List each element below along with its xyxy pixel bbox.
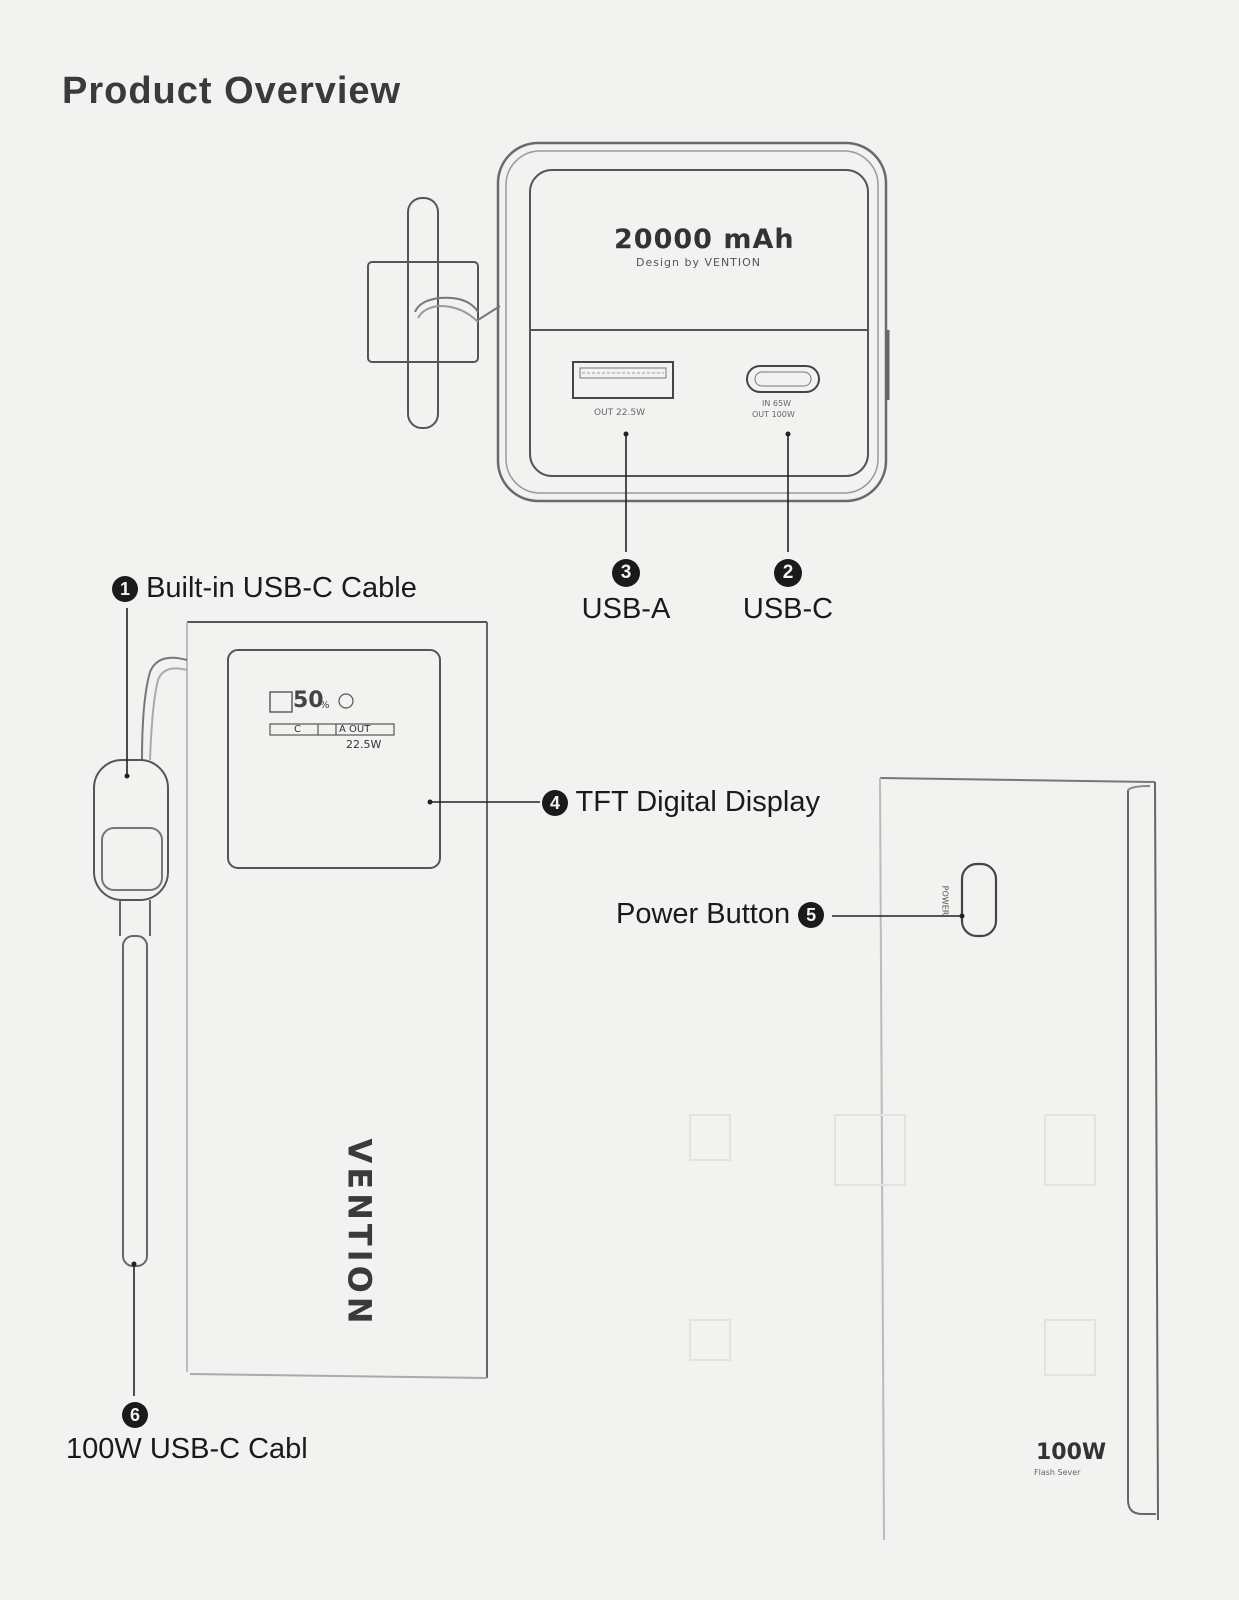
callout-label-built-in-cable: Built-in USB-C Cable: [146, 572, 417, 604]
usb-a-port-drawing: [572, 361, 674, 399]
power-button-text: POWER: [940, 885, 950, 916]
front-view-device: [186, 621, 488, 1379]
callout-tft-display: 4 TFT Digital Display: [542, 786, 820, 819]
callout-label-power-button: Power Button: [616, 898, 791, 930]
top-cable-clip: [367, 197, 501, 429]
callout-label-100w-cable: 100W USB-C Cabl: [66, 1433, 308, 1465]
usb-c-input-label: IN 65W: [762, 399, 791, 408]
callout-number-6: 6: [122, 1402, 148, 1429]
display-battery-value: 50: [293, 688, 324, 713]
callout-label-usb-a: USB-A: [581, 593, 671, 625]
built-in-cable-drawing: [93, 656, 188, 1267]
page-title: Product Overview: [62, 70, 402, 112]
display-bars: [269, 691, 395, 736]
capacity-label: 20000 mAh: [614, 224, 795, 255]
callout-usb-c: 2 USB-C: [742, 556, 834, 626]
usb-a-output-label: OUT 22.5W: [594, 408, 645, 418]
side-subtitle-label: Flash Sever: [1034, 1468, 1081, 1477]
brand-logo: VENTION: [340, 1138, 379, 1328]
display-percent-sign: %: [320, 700, 330, 711]
usb-c-output-label: OUT 100W: [752, 410, 795, 419]
callout-100w-cable: 6 100W USB-C Cabl: [66, 1398, 308, 1466]
callout-label-tft-display: TFT Digital Display: [575, 786, 820, 818]
callout-lines: [126, 434, 962, 1396]
callout-number-5: 5: [798, 902, 825, 929]
callout-power-button: Power Button 5: [616, 898, 825, 931]
display-row-a: A OUT: [339, 724, 371, 735]
display-row-c: C: [294, 724, 301, 735]
callout-number-3: 3: [612, 559, 640, 588]
callout-built-in-cable: 1 Built-in USB-C Cable: [112, 572, 417, 605]
design-label: Design by VENTION: [636, 256, 762, 269]
side-view-device: [689, 777, 1159, 1541]
top-view-device: [496, 141, 890, 503]
callout-usb-a: 3 USB-A: [580, 556, 672, 626]
usb-c-port-drawing: [746, 365, 820, 393]
callout-label-usb-c: USB-C: [742, 593, 834, 625]
side-wattage-label: 100W: [1036, 1440, 1107, 1465]
display-watt: 22.5W: [346, 738, 382, 751]
callout-number-1: 1: [112, 576, 138, 603]
callout-number-2: 2: [774, 559, 802, 588]
callout-number-4: 4: [542, 790, 568, 817]
